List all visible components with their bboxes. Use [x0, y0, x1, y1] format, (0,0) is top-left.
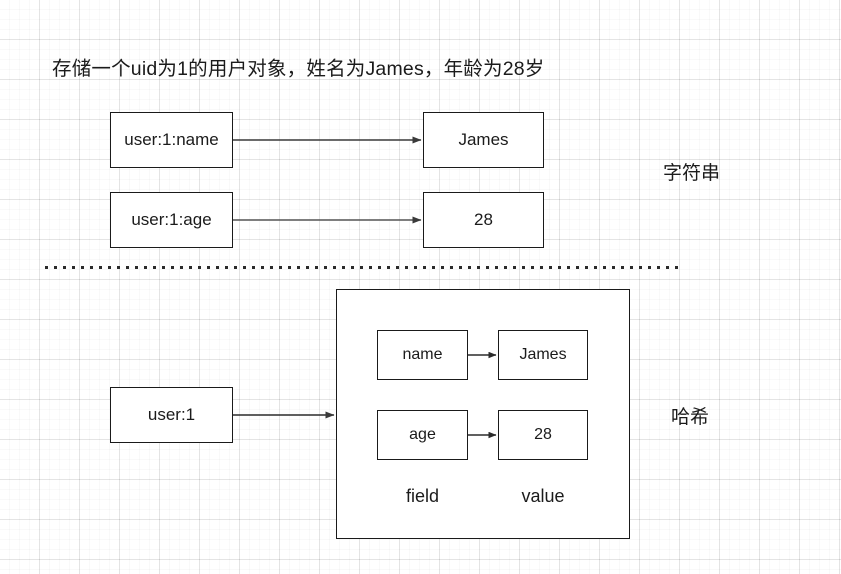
hash-field-name-label: name [402, 346, 443, 363]
hash-field-caption: field [405, 486, 440, 506]
diagram-title: 存储一个uid为1的用户对象，姓名为James，年龄为28岁 [52, 58, 545, 80]
string-value-name-label: James [458, 130, 509, 149]
hash-value-box-name: James [498, 330, 588, 380]
hash-field-box-name: name [377, 330, 468, 380]
hash-root-key-box: user:1 [110, 387, 233, 443]
string-value-box-name: James [423, 112, 544, 168]
hash-root-key-label: user:1 [147, 405, 196, 424]
hash-field-age-label: age [409, 426, 436, 443]
string-key-name-label: user:1:name [124, 130, 219, 149]
section-divider [45, 266, 681, 269]
string-value-age-label: 28 [474, 210, 493, 229]
hash-value-name-label: James [519, 346, 567, 363]
hash-section-label: 哈希 [671, 407, 710, 428]
string-key-age-label: user:1:age [131, 210, 212, 229]
hash-field-box-age: age [377, 410, 468, 460]
hash-value-caption: value [521, 486, 565, 506]
hash-value-box-age: 28 [498, 410, 588, 460]
string-key-box-age: user:1:age [110, 192, 233, 248]
string-section-label: 字符串 [663, 163, 721, 184]
string-key-box-name: user:1:name [110, 112, 233, 168]
string-value-box-age: 28 [423, 192, 544, 248]
hash-value-age-label: 28 [534, 426, 552, 443]
